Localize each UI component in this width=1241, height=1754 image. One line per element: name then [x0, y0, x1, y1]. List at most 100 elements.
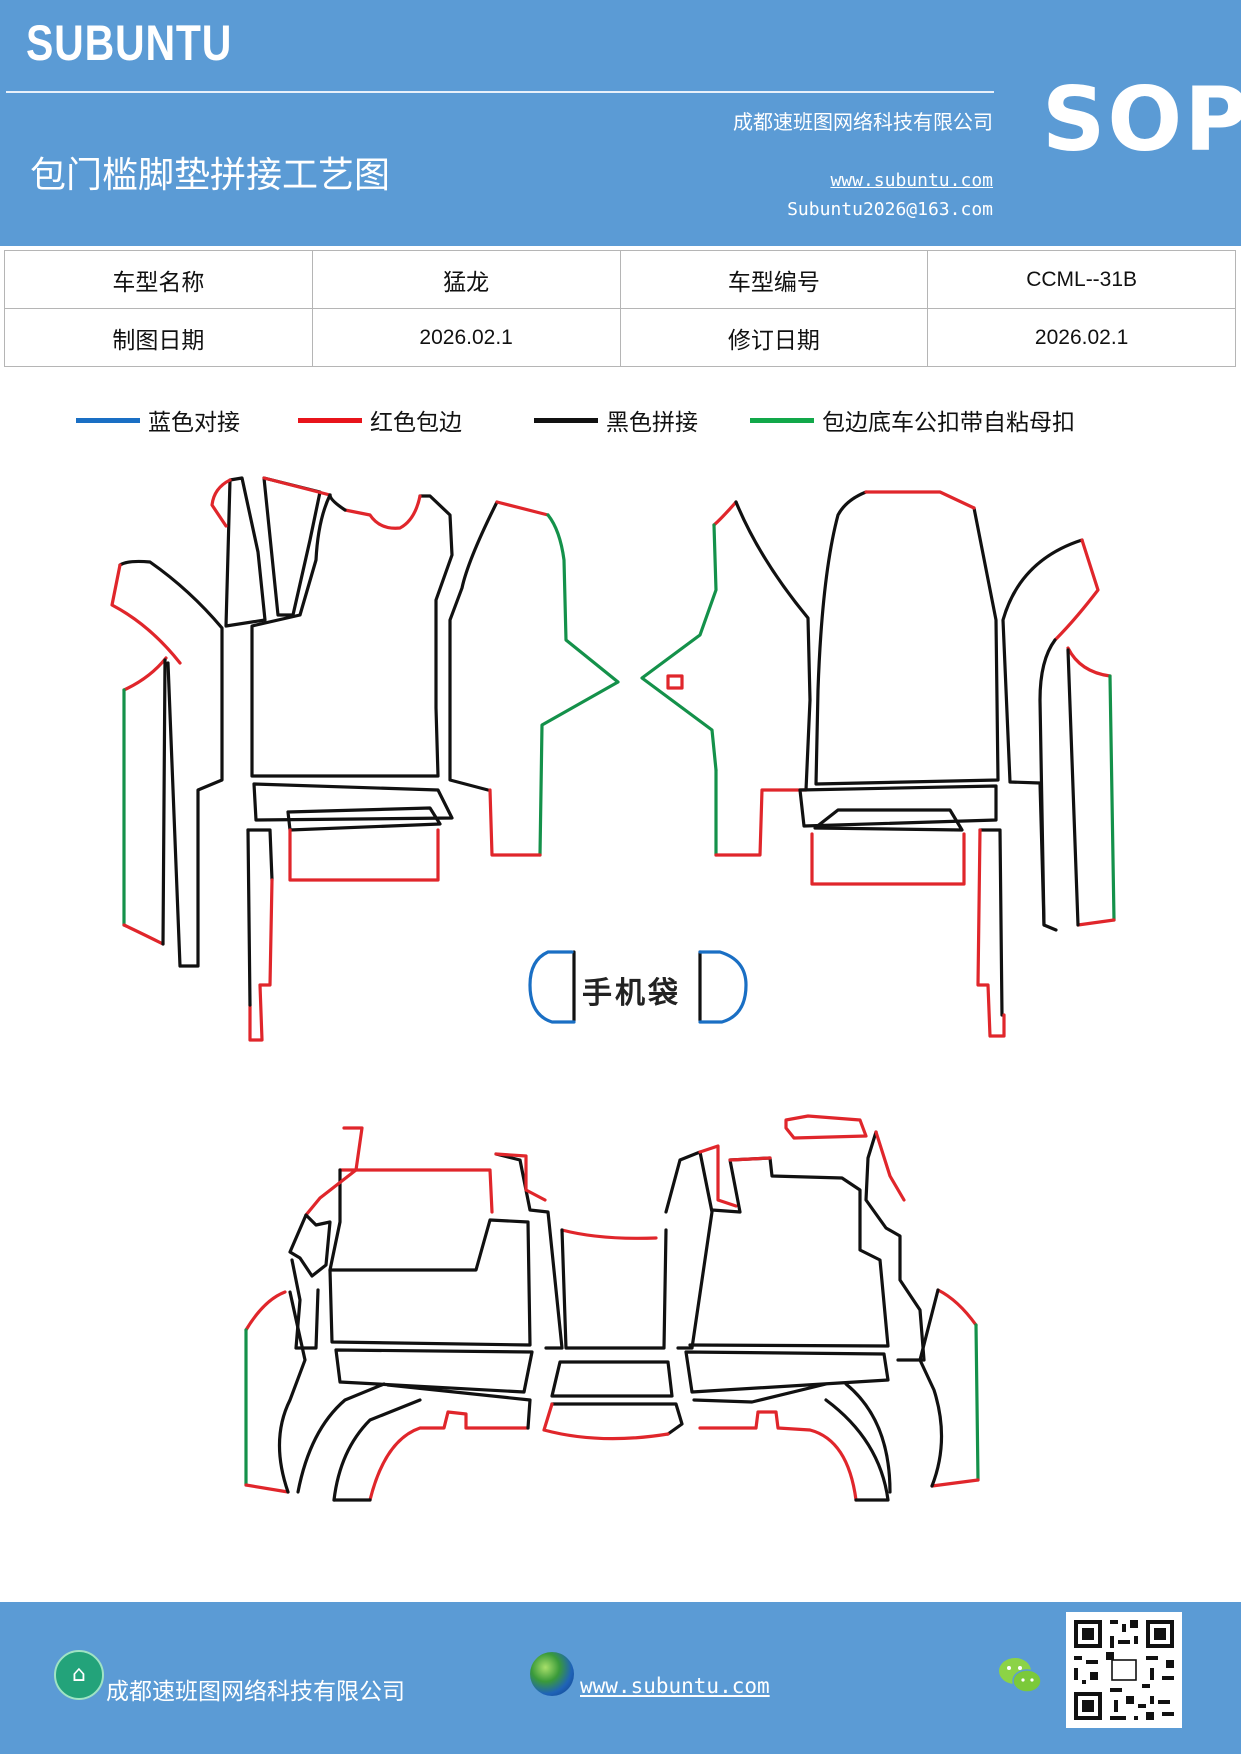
mat-edge: [930, 1478, 980, 1488]
mat-edge: [110, 563, 182, 665]
mat-edge: [698, 1144, 738, 1208]
model-name-label: 车型名称: [4, 250, 313, 309]
legend-label: 包边底车公扣带自粘母扣: [822, 410, 1075, 436]
phone-pocket-label: 手机袋: [582, 976, 681, 1011]
draw-date-label: 制图日期: [4, 308, 313, 367]
mat-outline: [118, 559, 224, 968]
mat-outline: [918, 1288, 944, 1488]
mat-outline: [550, 1360, 674, 1398]
mat-edge: [864, 490, 976, 510]
mat-edge: [784, 1114, 868, 1140]
mat-outline: [664, 1150, 714, 1350]
document-title: 包门槛脚垫拼接工艺图: [30, 155, 391, 196]
mat-edge: [248, 878, 274, 1042]
mat-outline: [262, 476, 322, 617]
model-code-label: 车型编号: [619, 250, 929, 309]
mat-edge: [288, 828, 440, 882]
legend-item-black: 黑色拼接: [534, 400, 698, 440]
mat-edge: [538, 513, 620, 857]
mat-outline: [734, 500, 812, 792]
mat-outline: [328, 1168, 342, 1272]
mat-edge: [262, 476, 332, 497]
legend-swatch: [76, 417, 140, 423]
color-legend: 蓝色对接 红色包边 黑色拼接 包边底车公扣带自粘母扣: [0, 400, 1241, 440]
mat-outline: [1001, 538, 1084, 932]
mat-outline: [334, 1348, 534, 1394]
revise-date-value: 2026.02.1: [927, 308, 1236, 367]
mat-edge: [343, 494, 422, 530]
mat-outline: [296, 1382, 386, 1494]
legend-swatch: [298, 417, 362, 423]
mat-edge: [810, 832, 966, 886]
mat-edge: [728, 1156, 772, 1162]
mat-outline: [252, 782, 454, 822]
model-code-value: CCML--31B: [927, 250, 1236, 309]
mat-edge: [210, 478, 232, 528]
mat-outline: [161, 658, 167, 946]
legend-swatch: [750, 417, 814, 423]
mat-edge: [936, 1288, 978, 1327]
globe-icon: [530, 1652, 574, 1696]
mat-outline: [844, 1382, 892, 1494]
mat-edge: [244, 1290, 287, 1332]
pocket-edge: [698, 950, 748, 1024]
mat-outline: [798, 784, 998, 828]
mat-outline: [246, 828, 252, 1007]
mat-outline: [288, 1213, 332, 1278]
sop-badge: SOP: [1042, 68, 1241, 171]
mat-outline: [246, 828, 274, 882]
mat-outline: [688, 1156, 890, 1348]
mat-outline: [550, 1402, 684, 1436]
header-divider: [6, 91, 994, 93]
legend-label: 黑色拼接: [606, 410, 698, 436]
mat-edge: [712, 500, 738, 527]
wechat-icon: [999, 1658, 1042, 1693]
mat-edge: [976, 828, 1006, 1038]
mat-outline: [1066, 648, 1080, 927]
legend-item-red: 红色包边: [298, 400, 462, 440]
mat-edge: [666, 674, 684, 690]
mat-outline: [684, 1350, 890, 1394]
mat-outline: [824, 1398, 890, 1502]
mat-edge: [714, 788, 808, 857]
mat-outline: [864, 1130, 926, 1362]
mat-edge: [1108, 674, 1116, 922]
header-email: Subuntu2026@163.com: [787, 199, 993, 220]
revise-date-label: 修订日期: [619, 308, 929, 367]
header-website-link[interactable]: www.subuntu.com: [830, 170, 993, 191]
mat-outline: [448, 500, 499, 792]
info-row: 制图日期 2026.02.1 修订日期 2026.02.1: [4, 308, 1236, 367]
mat-outline: [978, 828, 1004, 1017]
mat-edge: [874, 1130, 906, 1202]
mat-outline: [290, 1258, 320, 1350]
mat-edge: [542, 1402, 670, 1441]
brand-logo: SUBUNTU: [26, 15, 233, 71]
mat-edge: [640, 523, 718, 772]
mat-outline: [277, 1290, 307, 1494]
mat-outline: [1038, 638, 1057, 927]
mat-edge: [495, 500, 550, 517]
mat-edge: [1076, 918, 1116, 927]
legend-label: 红色包边: [370, 410, 462, 436]
mat-edge: [368, 1410, 530, 1502]
vehicle-info-table: 车型名称 猛龙 车型编号 CCML--31B 制图日期 2026.02.1 修订…: [4, 250, 1236, 367]
info-row: 车型名称 猛龙 车型编号 CCML--31B: [4, 250, 1236, 309]
mat-outline: [328, 493, 347, 512]
model-name-value: 猛龙: [311, 250, 621, 309]
mat-outline: [560, 1228, 668, 1350]
footer-company: 成都速班图网络科技有限公司: [106, 1679, 405, 1705]
draw-date-value: 2026.02.1: [311, 308, 621, 367]
mat-outline: [494, 1152, 564, 1350]
legend-item-blue: 蓝色对接: [76, 400, 240, 440]
mat-edge: [974, 1323, 980, 1482]
mat-edge: [560, 1228, 658, 1240]
legend-swatch: [534, 417, 598, 423]
mat-edge: [244, 1483, 290, 1494]
pocket-edge: [528, 950, 576, 1024]
mat-edge: [1066, 646, 1112, 678]
mat-outline: [286, 806, 442, 832]
footer-website-link[interactable]: www.subuntu.com: [580, 1674, 770, 1698]
mat-outline: [692, 1382, 828, 1404]
mat-outline: [328, 1218, 532, 1347]
